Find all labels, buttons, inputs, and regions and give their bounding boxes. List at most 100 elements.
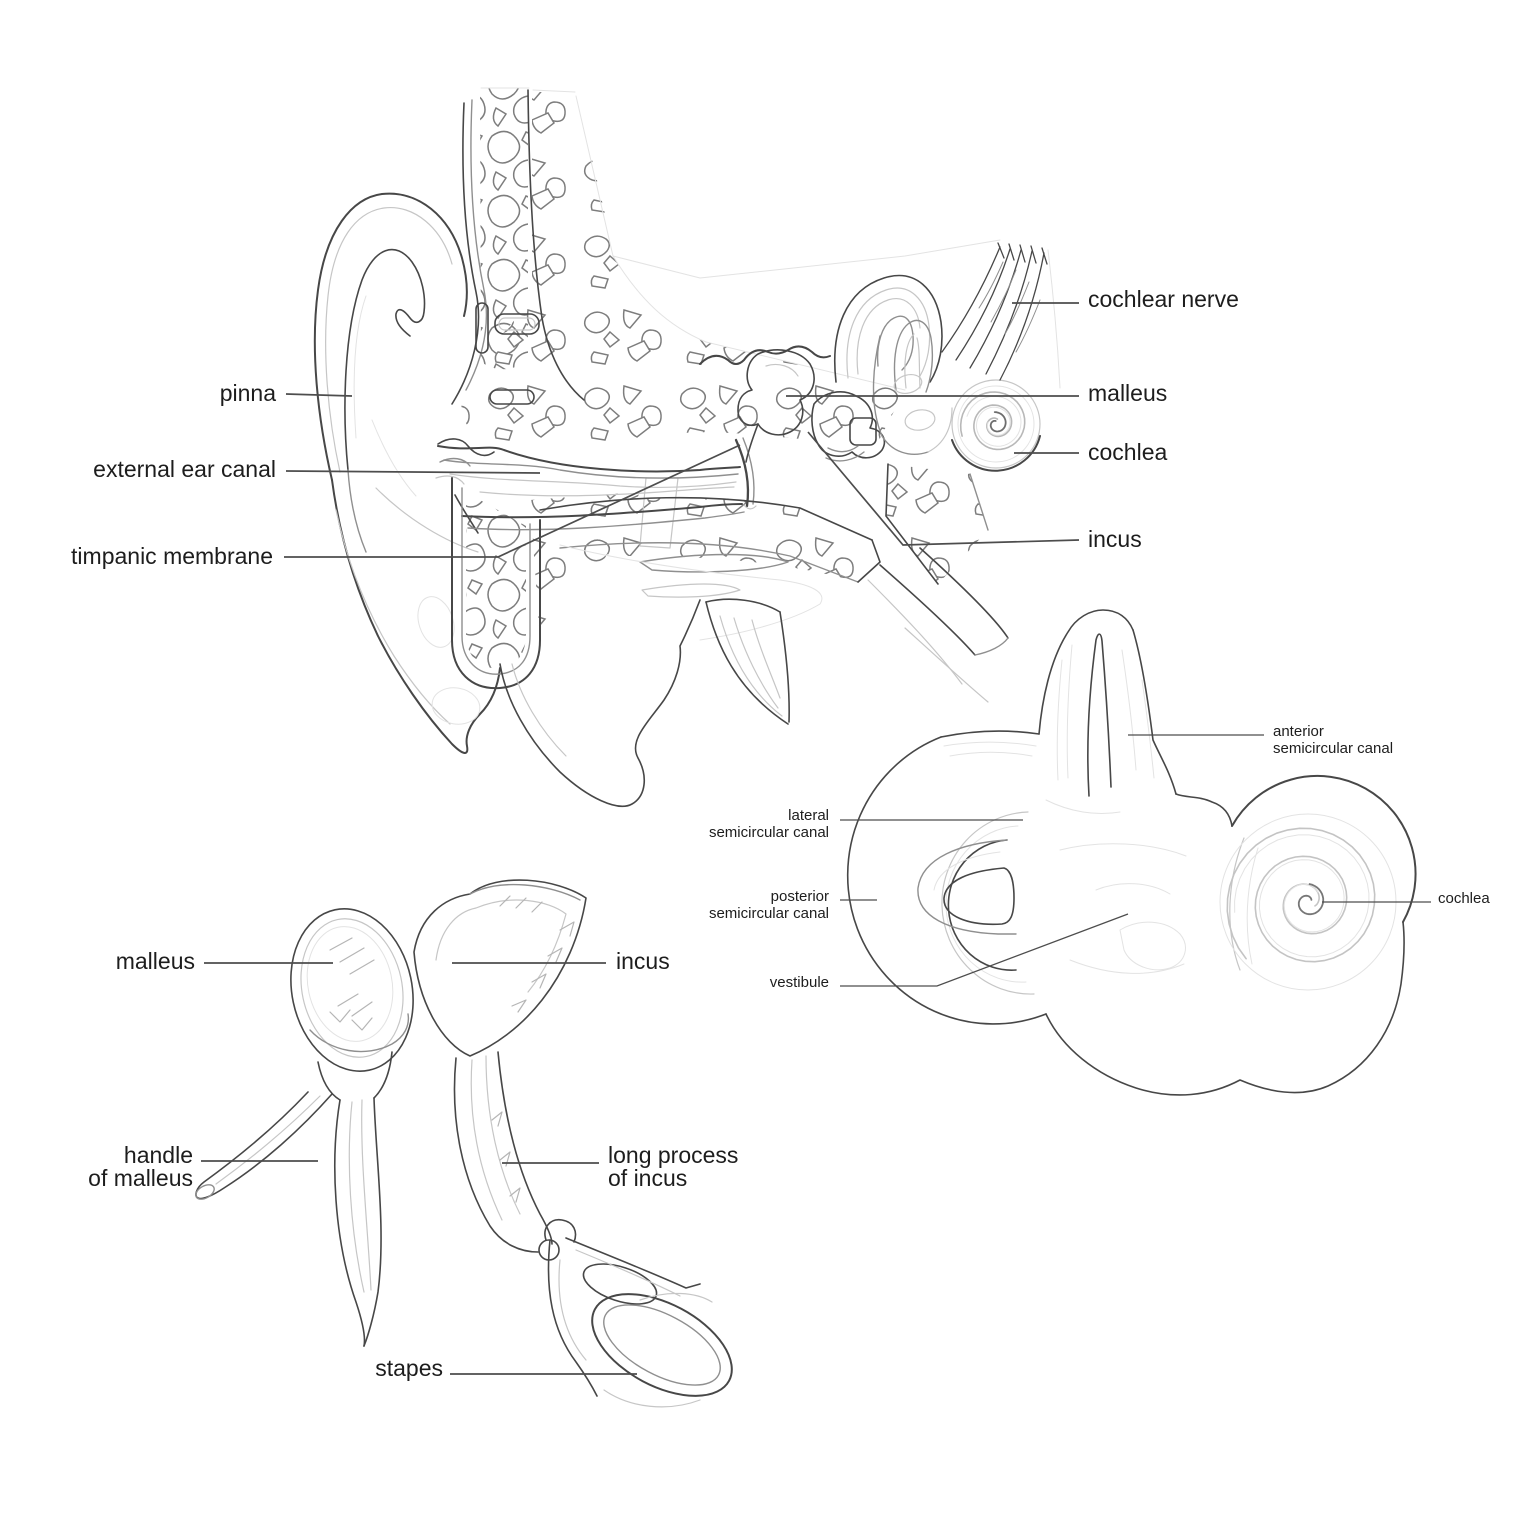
label-cochlear-nerve: cochlear nerve xyxy=(1088,286,1239,312)
ear-cross-section-drawing xyxy=(849,417,877,446)
ossicle-chain-drawing xyxy=(306,926,394,1042)
ear-cross-section-drawing xyxy=(559,544,823,641)
ossicle-chain-drawing xyxy=(470,1055,521,1221)
ear-cross-section-drawing xyxy=(997,242,1048,265)
ossicle-chain-drawing xyxy=(309,1013,410,1053)
labyrinth-drawing xyxy=(1226,827,1376,963)
labyrinth-drawing xyxy=(933,851,1001,891)
ear-cross-section-drawing xyxy=(825,445,865,462)
ear-cross-section-drawing xyxy=(313,192,468,481)
ear-cross-section-drawing xyxy=(904,409,936,431)
ear-cross-section-drawing xyxy=(959,391,1026,451)
ossicle-chain-drawing xyxy=(591,1293,733,1397)
ear-cross-section-drawing xyxy=(1015,299,1041,353)
ear-cross-section-drawing xyxy=(431,687,481,725)
label-external-ear-canal: external ear canal xyxy=(93,456,276,482)
ear-cross-section-drawing xyxy=(443,459,739,479)
ossicle-chain-drawing xyxy=(300,918,404,1058)
labyrinth-drawing xyxy=(1229,837,1245,971)
ear-cross-section-drawing xyxy=(904,333,921,389)
leader-pinna xyxy=(285,393,353,397)
labyrinth-drawing xyxy=(846,736,1047,1025)
ossicle-chain-drawing xyxy=(329,937,375,1017)
labyrinth-drawing xyxy=(846,609,1417,1096)
ear-cross-section-drawing xyxy=(612,239,1001,279)
labyrinth-drawing xyxy=(1056,644,1155,781)
ear-cross-section-drawing xyxy=(451,102,480,405)
leader-incus-main xyxy=(807,431,1080,546)
ear-cross-section-drawing xyxy=(451,477,541,690)
ossicle-chain-drawing xyxy=(453,1057,539,1253)
ear-cross-section-drawing xyxy=(876,315,914,371)
leader-external-ear-canal xyxy=(285,470,541,474)
ear-cross-section-drawing xyxy=(559,542,859,583)
labyrinth-drawing xyxy=(917,839,1017,935)
ear-cross-section-drawing xyxy=(466,492,526,669)
ear-cross-section-drawing xyxy=(437,438,495,457)
ear-cross-section-drawing xyxy=(978,261,1041,353)
ossicle-chain-drawing xyxy=(491,1111,521,1203)
ear-cross-section-drawing xyxy=(699,345,831,365)
ossicle-chain-drawing xyxy=(290,908,414,1072)
labyrinth-drawing xyxy=(1119,921,1186,971)
labyrinth-drawing xyxy=(947,839,1017,971)
ear-cross-section-drawing xyxy=(560,497,872,582)
ear-cross-section-drawing xyxy=(371,419,417,497)
ear-cross-section-drawing xyxy=(465,99,488,391)
ossicle-chain-drawing xyxy=(195,1091,333,1200)
ossicle-chain-drawing xyxy=(195,1184,215,1200)
ossicle-chain-drawing xyxy=(497,1051,553,1245)
ossicle-chain-drawing xyxy=(499,895,575,1013)
ear-cross-section-drawing xyxy=(705,249,1061,391)
labyrinth-drawing xyxy=(940,730,1040,738)
ear-cross-section-drawing xyxy=(872,335,929,455)
ear-cross-section-drawing xyxy=(575,95,707,343)
ossicle-chain-drawing xyxy=(499,895,543,913)
ear-cross-section-drawing xyxy=(435,475,465,485)
label-cochlea-labyrinth: cochlea xyxy=(1438,890,1490,907)
ear-cross-section-drawing xyxy=(737,349,815,436)
ear-cross-section-drawing xyxy=(969,249,1022,369)
ossicle-chain-drawing xyxy=(603,1304,721,1386)
ear-cross-section-drawing xyxy=(449,473,737,488)
ear-cross-section-drawing xyxy=(480,87,576,93)
ear-cross-section-drawing xyxy=(955,248,1011,361)
labyrinth-drawing xyxy=(1087,633,1112,797)
ear-cross-section-drawing xyxy=(989,411,1007,433)
label-timpanic-membrane: timpanic membrane xyxy=(71,543,273,569)
ear-cross-section-drawing xyxy=(879,564,976,656)
labyrinth-drawing xyxy=(1246,847,1259,965)
labyrinth-drawing xyxy=(1059,843,1187,974)
ossicle-chain-drawing xyxy=(215,1095,321,1185)
ear-cross-section-drawing xyxy=(966,395,1022,447)
ear-cross-section-drawing xyxy=(834,274,943,383)
ear-cross-section-drawing xyxy=(454,494,479,534)
ossicle-chain-drawing xyxy=(544,1218,577,1243)
ear-cross-section-drawing xyxy=(705,598,781,613)
ear-cross-section-drawing xyxy=(461,92,905,454)
label-incus-ossicle: incus xyxy=(616,948,670,974)
labyrinth-drawing xyxy=(1056,644,1073,781)
label-malleus-ossicle: malleus xyxy=(115,948,195,974)
label-anterior-semicircular-canal: anterior semicircular canal xyxy=(1273,723,1394,757)
ear-cross-section-drawing xyxy=(439,457,471,467)
ear-cross-section-drawing xyxy=(856,298,921,375)
label-posterior-semicircular-canal: posterior semicircular canal xyxy=(708,888,829,922)
ear-cross-section-drawing xyxy=(974,637,1009,656)
labyrinth-drawing xyxy=(1095,883,1171,895)
ear-cross-section-drawing xyxy=(886,464,988,584)
ear-cross-section-drawing xyxy=(313,87,1061,808)
ossicle-chain-drawing xyxy=(317,1051,393,1101)
ossicle-chain-drawing xyxy=(363,1097,382,1347)
ear-cross-section-drawing xyxy=(745,423,759,463)
labyrinth-drawing xyxy=(1045,799,1121,814)
ossicle-chain-drawing xyxy=(582,1263,658,1305)
ossicle-chain-drawing xyxy=(558,1249,681,1361)
ear-cross-section-drawing xyxy=(857,539,881,583)
ear-cross-section-drawing xyxy=(719,615,783,717)
ear-cross-section-drawing xyxy=(941,242,1048,381)
ossicle-chain-drawing xyxy=(511,921,575,1013)
ear-cross-section-drawing xyxy=(375,487,479,553)
ear-cross-section-drawing xyxy=(978,261,1004,309)
